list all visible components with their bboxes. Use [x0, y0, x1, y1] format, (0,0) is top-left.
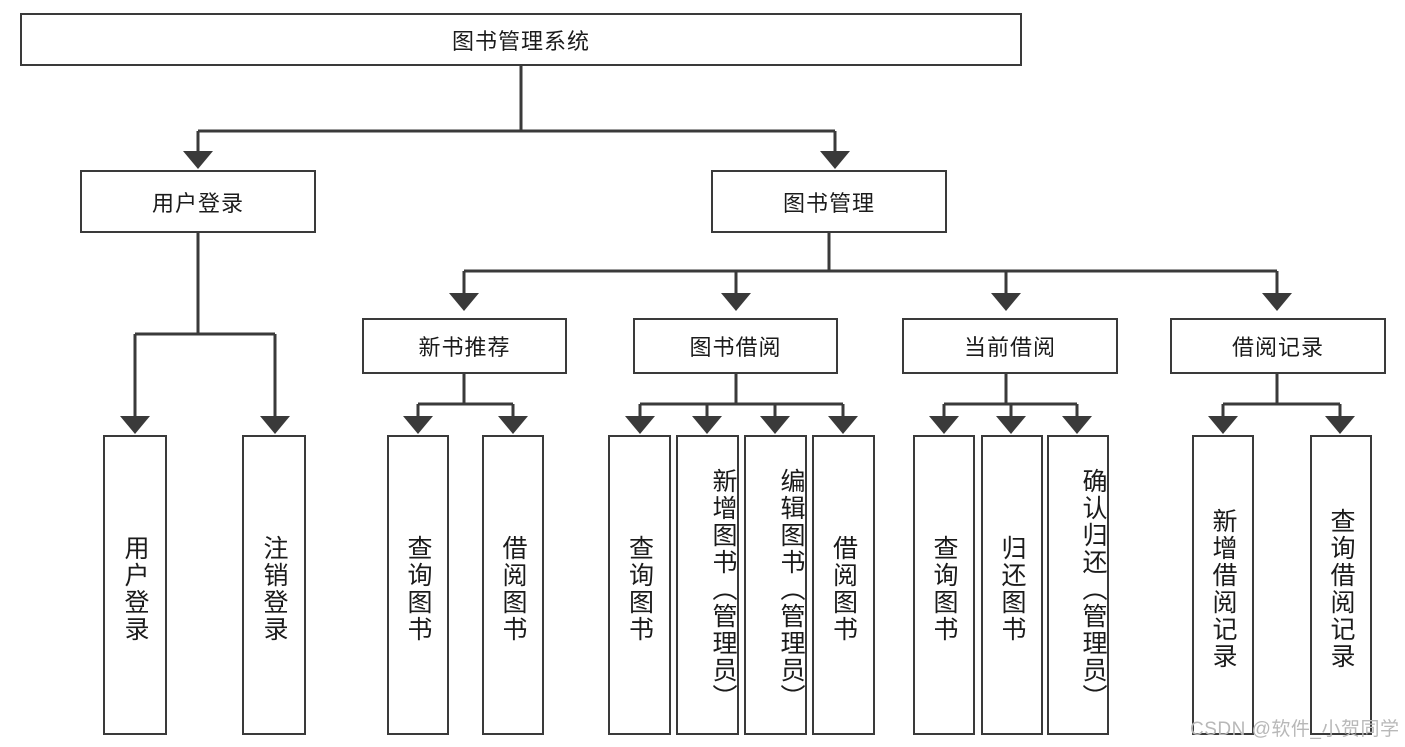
node-user-login[interactable]: 用户登录	[80, 170, 316, 233]
node-current-borrow[interactable]: 当前借阅	[902, 318, 1118, 374]
node-book-management[interactable]: 图书管理	[711, 170, 947, 233]
leaf-confirm-return-admin[interactable]: 确认归还（管理员）	[1047, 435, 1109, 735]
leaf-edit-book-admin[interactable]: 编辑图书（管理员）	[744, 435, 807, 735]
node-borrow-record[interactable]: 借阅记录	[1170, 318, 1386, 374]
leaf-borrow-book-recommend[interactable]: 借阅图书	[482, 435, 544, 735]
leaf-return-book[interactable]: 归还图书	[981, 435, 1043, 735]
node-root[interactable]: 图书管理系统	[20, 13, 1022, 66]
leaf-query-book-borrow[interactable]: 查询图书	[608, 435, 671, 735]
leaf-query-book-recommend[interactable]: 查询图书	[387, 435, 449, 735]
leaf-query-borrow-record[interactable]: 查询借阅记录	[1310, 435, 1372, 735]
leaf-add-book-admin[interactable]: 新增图书（管理员）	[676, 435, 739, 735]
node-new-book-recommend[interactable]: 新书推荐	[362, 318, 567, 374]
csdn-watermark: CSDN @软件_小贺同学	[1190, 719, 1400, 740]
leaf-user-login[interactable]: 用户登录	[103, 435, 167, 735]
leaf-borrow-book[interactable]: 借阅图书	[812, 435, 875, 735]
leaf-user-logout[interactable]: 注销登录	[242, 435, 306, 735]
leaf-query-book-current[interactable]: 查询图书	[913, 435, 975, 735]
leaf-add-borrow-record[interactable]: 新增借阅记录	[1192, 435, 1254, 735]
node-book-borrow[interactable]: 图书借阅	[633, 318, 838, 374]
